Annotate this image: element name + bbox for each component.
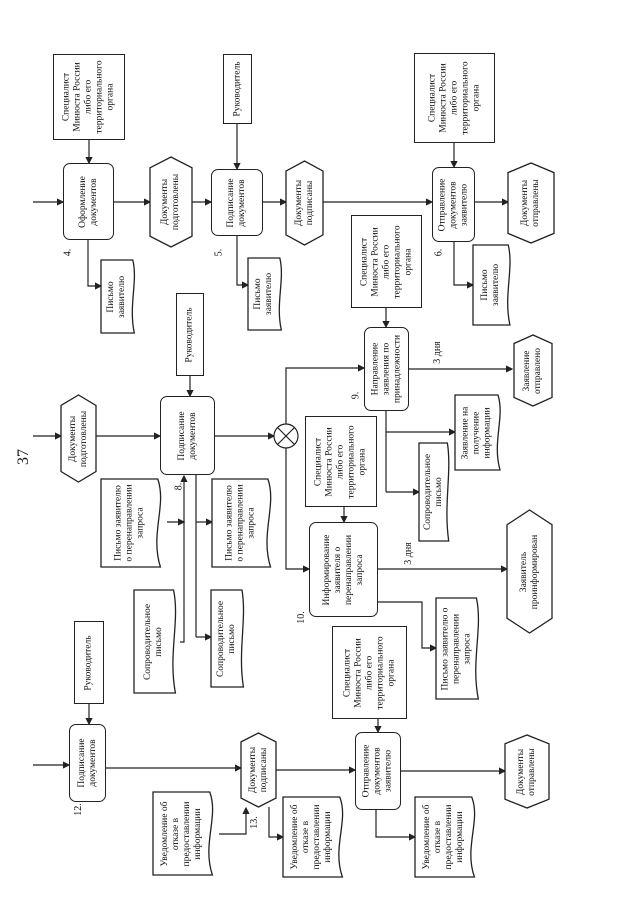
- step-number-label: 12.: [72, 803, 84, 816]
- shape-outline: [134, 590, 180, 693]
- document-letter: Письмо заявителю: [248, 258, 285, 330]
- document-info-request: Заявление на получение информации: [455, 395, 505, 470]
- shape-outline: [241, 733, 276, 807]
- shape-outline: [212, 479, 277, 567]
- actor-head: Руководитель: [176, 293, 204, 376]
- shape-outline: [436, 598, 483, 699]
- event-docs-prepared: Документы подготовлены: [150, 157, 192, 247]
- process-step-12: Подписание документов: [69, 724, 106, 802]
- duration-label: 3 дня: [402, 542, 414, 565]
- document-redirect-letter: Письмо заявителю о перенаправлении запро…: [101, 479, 167, 567]
- process-step-6: Отправление документов заявителю: [432, 167, 475, 242]
- step-number-label: 13.: [248, 816, 260, 829]
- step-number-label: 5.: [213, 248, 225, 257]
- event-docs-sent: Документы отправлены: [508, 163, 554, 243]
- event-docs-sent: Документы отправлены: [505, 735, 549, 808]
- event-applicant-informed: Заявитель проинформирован: [507, 510, 552, 633]
- actor-head: Руководитель: [223, 54, 252, 124]
- step-number-label: 6.: [433, 248, 445, 257]
- document-cover-letter: Сопроводительное письмо: [134, 590, 180, 693]
- duration-label: 3 дня: [431, 341, 443, 364]
- document-refusal-notice: Уведомление об отказе в предоставлении и…: [283, 797, 349, 877]
- actor-specialist: Специалист Минюста России либо его терри…: [414, 53, 495, 143]
- shape-outline: [514, 335, 552, 406]
- document-cover-letter: Сопроводительное письмо: [211, 590, 247, 687]
- document-letter: Письмо заявителю: [473, 245, 514, 325]
- shape-outline: [61, 395, 96, 482]
- shape-outline: [101, 260, 138, 333]
- actor-specialist: Специалист Минюста России либо его терри…: [53, 54, 125, 140]
- merge-junction-icon: [273, 423, 299, 449]
- actor-specialist: Специалист Минюста России либо его терри…: [332, 626, 407, 719]
- shape-outline: [505, 735, 549, 808]
- step-number-label: 8.: [173, 482, 185, 491]
- actor-specialist: Специалист Минюста России либо его терри…: [351, 215, 422, 308]
- event-docs-prepared: Документы подготовлены: [61, 395, 96, 482]
- step-number-label: 4.: [62, 248, 74, 257]
- step-number-label: 10.: [295, 611, 307, 624]
- shape-outline: [211, 590, 247, 687]
- shape-outline: [248, 258, 285, 330]
- process-step-10: Информирование заявителя о перенаправлен…: [309, 522, 378, 617]
- shape-outline: [473, 245, 514, 325]
- document-redirect-letter: Письмо заявителю о перенаправлении запро…: [436, 598, 483, 699]
- event-docs-signed: Документы подписаны: [241, 733, 276, 807]
- process-step-5: Подписание документов: [211, 169, 263, 236]
- shape-outline: [419, 443, 452, 541]
- event-application-sent: Заявление отправлено: [514, 335, 552, 406]
- actor-specialist: Специалист Минюста России либо его терри…: [305, 416, 377, 507]
- shape-outline: [283, 797, 349, 877]
- shape-outline: [507, 510, 552, 633]
- shape-outline: [455, 395, 505, 470]
- process-step-4: Оформление документов: [63, 163, 114, 240]
- document-redirect-letter: Письмо заявителю о перенаправлении запро…: [212, 479, 277, 567]
- process-send-documents: Отправление документов заявителю: [355, 732, 401, 810]
- document-letter: Письмо заявителю: [101, 260, 138, 333]
- document-cover-letter: Сопроводительное письмо: [419, 443, 452, 541]
- shape-outline: [150, 157, 192, 247]
- shape-outline: [415, 797, 481, 877]
- shape-outline: [286, 161, 323, 245]
- shape-outline: [508, 163, 554, 243]
- event-docs-signed: Документы подписаны: [286, 161, 323, 245]
- shape-outline: [153, 792, 219, 875]
- process-step-8: Подписание документов: [160, 396, 215, 475]
- shape-outline: [101, 479, 167, 567]
- step-number-label: 9.: [350, 391, 362, 400]
- document-refusal-notice: Уведомление об отказе в предоставлении и…: [415, 797, 481, 877]
- actor-head: Руководитель: [74, 621, 104, 704]
- page-number: 37: [15, 449, 32, 465]
- document-refusal-notice: Уведомление об отказе в предоставлении и…: [153, 792, 219, 875]
- process-step-9: Направление заявления по принадлежности: [364, 327, 409, 411]
